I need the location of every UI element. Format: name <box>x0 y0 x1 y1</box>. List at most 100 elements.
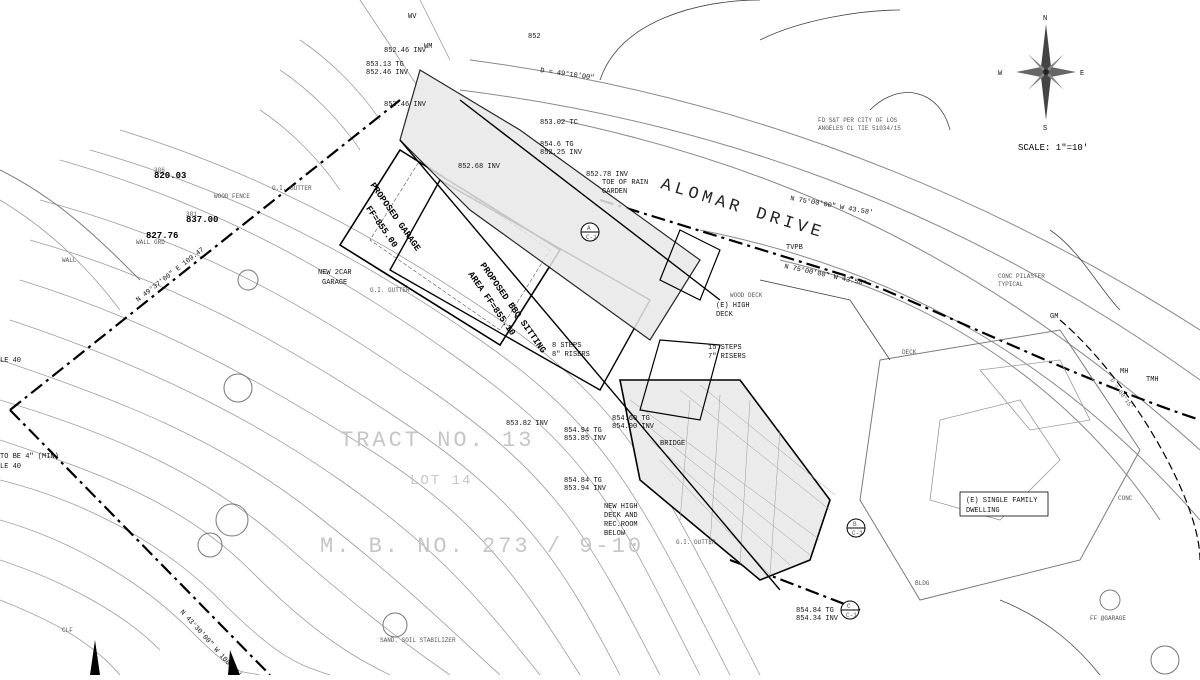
elev-20: 386 <box>154 167 165 174</box>
wood-deck-label: WOOD DECK <box>730 292 763 299</box>
street-name: ALOMAR DRIVE <box>658 176 827 244</box>
rain-garden-label: TOE OF RAIN <box>602 179 648 187</box>
elev-7: 853.82 INV <box>506 420 549 428</box>
elev-8: 854.94 TG <box>564 427 602 435</box>
elev-18: 827.76 <box>146 231 178 241</box>
high-deck-label-2: DECK AND <box>604 512 638 520</box>
conc-pilaster-label: CONC PILASTER <box>998 273 1045 280</box>
wv-label: WV <box>408 13 417 21</box>
compass-south: S <box>1043 125 1047 133</box>
svg-text:B: B <box>853 521 857 528</box>
elev-4: 852.46 INV <box>384 101 427 109</box>
elev-24: 852.25 INV <box>540 149 583 157</box>
contour-lines <box>0 0 761 676</box>
gm-label: GM <box>1050 313 1058 321</box>
structures <box>338 69 1141 676</box>
typical-label: TYPICAL <box>998 281 1024 288</box>
gi-gutter-label-1: G.I. GUTTER <box>272 185 312 192</box>
wood-fence-label: WOOD FENCE <box>214 193 250 200</box>
svg-text:C-1: C-1 <box>852 530 863 537</box>
elevation-labels: 852.46 INV 853.13 TG 852.46 INV 852.46 I… <box>146 33 839 623</box>
le40-label: LE 40 <box>0 463 21 471</box>
tract-label: TRACT NO. 13 <box>340 428 534 453</box>
e-high-deck-label: (E) HIGH <box>716 302 750 310</box>
svg-text:C-1: C-1 <box>846 612 857 619</box>
elev-23: 854.6 TG <box>540 141 574 149</box>
wall-grd-label: WALL GRD <box>136 239 165 246</box>
elev-14: 854.60 TG <box>612 415 650 423</box>
wm-label: WM <box>424 43 432 51</box>
steps2b-label: 8" RISERS <box>552 351 590 359</box>
garage-ff2-label: FF @GARAGE <box>1090 615 1126 622</box>
lot-label: LOT 14 <box>410 473 472 489</box>
bearing-3: N 49°37'00" E 109.47 <box>134 246 206 305</box>
bridge-label: BRIDGE <box>660 440 685 448</box>
elev-13: 854.34 INV <box>796 615 839 623</box>
e-high-deck-label-2: DECK <box>716 311 734 319</box>
elev-6: 852.78 INV <box>586 171 629 179</box>
conc-label: CONC <box>1118 495 1133 502</box>
rain-garden-label-2: GARDEN <box>602 188 627 196</box>
deck-label: DECK <box>902 349 917 356</box>
trees <box>197 269 1180 675</box>
elev-12: 854.84 TG <box>796 607 834 615</box>
sandbag-label: SAND. SOIL STABILIZER <box>380 637 456 644</box>
compass-north: N <box>1043 15 1047 23</box>
section-marker-a: A C-1 <box>580 222 600 242</box>
bearing-2: N 75°00'00" W 43.58' <box>783 262 867 288</box>
mh-label: MH <box>1120 368 1128 376</box>
elev-2: 853.13 TG <box>366 61 404 69</box>
tvpb-label: TVPB <box>786 244 803 252</box>
le40b-label: LE 40 <box>0 357 21 365</box>
svg-text:A: A <box>587 225 591 232</box>
be4-label: TO BE 4" (MIN) <box>0 453 59 461</box>
north-arrow-icon: N S E W <box>998 15 1084 133</box>
high-deck-label-3: REC.ROOM <box>604 521 638 529</box>
elev-21: 381 <box>186 211 197 218</box>
elev-19: 852 <box>528 33 541 41</box>
steps1-label: 15 STEPS <box>708 344 742 352</box>
section-marker-c: C C-1 <box>840 600 860 620</box>
elev-1: 852.46 INV <box>384 47 427 55</box>
new-garage-label: NEW 2CAR <box>318 269 352 277</box>
dwelling-label-box: (E) SINGLE FAMILY DWELLING <box>959 491 1049 517</box>
elev-5: 852.68 INV <box>458 163 501 171</box>
fd-note-1: FD S&T PER CITY OF LOS <box>818 117 898 124</box>
steps2-label: 8 STEPS <box>552 342 581 350</box>
svg-text:C-1: C-1 <box>586 234 597 241</box>
steps1b-label: 7" RISERS <box>708 353 746 361</box>
scale-label: SCALE: 1"=10' <box>1018 143 1088 153</box>
elev-22: 853.02 TC <box>540 119 578 127</box>
gi-gutter-label-2: G.I. GUTTER <box>370 287 410 294</box>
section-marker-b: B C-1 <box>846 518 866 538</box>
road-lines <box>459 0 1200 521</box>
high-deck-label: NEW HIGH <box>604 503 638 511</box>
wall-label: WALL <box>62 257 77 264</box>
fd-note-2: ANGELES CL TIE 51034/15 <box>818 125 901 132</box>
bldg-label: BLDG <box>915 580 930 587</box>
high-deck-label-4: BELOW <box>604 530 626 538</box>
elev-15: 854.00 INV <box>612 423 655 431</box>
compass-west: W <box>998 70 1003 78</box>
compass-east: E <box>1080 70 1084 78</box>
clf-label: CLF <box>62 627 73 634</box>
dwelling-label-2: DWELLING <box>966 507 1000 515</box>
tmh-label: TMH <box>1146 376 1159 384</box>
curve-label: D = 49°10'00" <box>540 66 595 83</box>
elev-3: 852.46 INV <box>366 69 409 77</box>
gi-gutter-label-3: G.I. GUTTER <box>676 539 716 546</box>
dwelling-label: (E) SINGLE FAMILY <box>966 497 1038 505</box>
elev-16: 820.03 <box>154 171 186 181</box>
curve-label-2: D = 68°15' <box>1108 377 1134 411</box>
elev-9: 853.85 INV <box>564 435 607 443</box>
svg-text:C: C <box>847 603 851 610</box>
property-lines <box>9 99 1200 676</box>
bbq-label: PROPOSED BBQ SITTING <box>478 261 548 355</box>
new-garage-label-2: GARAGE <box>322 279 347 287</box>
elev-17: 837.00 <box>186 215 218 225</box>
elev-10: 854.84 TG <box>564 477 602 485</box>
mb-label: M. B. NO. 273 / 9-10 <box>320 534 644 559</box>
elev-11: 853.94 INV <box>564 485 607 493</box>
